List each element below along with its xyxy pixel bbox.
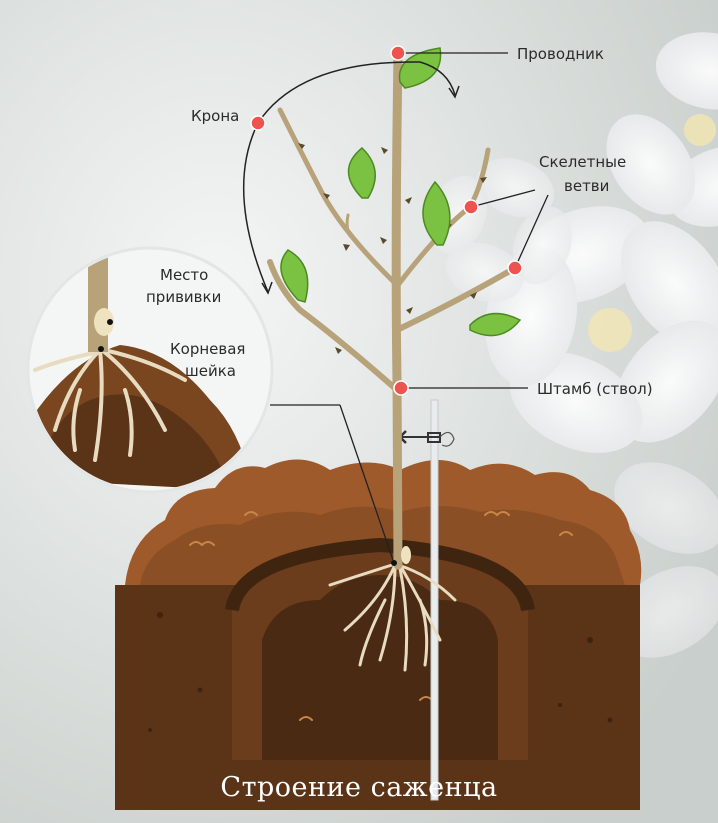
label-collar-line2: шейка bbox=[185, 362, 236, 380]
marker-graft bbox=[107, 319, 113, 325]
markers bbox=[250, 45, 523, 566]
leaf bbox=[280, 249, 309, 303]
zoom-inset bbox=[26, 246, 274, 494]
marker-trunk bbox=[393, 380, 409, 396]
marker-crown bbox=[250, 115, 266, 131]
roots bbox=[328, 563, 457, 672]
label-skeletal-line1: Скелетные bbox=[539, 153, 626, 171]
label-collar-line1: Корневая bbox=[170, 340, 245, 358]
label-skeletal-line2: ветви bbox=[564, 177, 609, 195]
trunk bbox=[391, 50, 403, 570]
label-graft-line2: прививки bbox=[146, 288, 221, 306]
soil-block bbox=[115, 459, 642, 810]
graft-bulge bbox=[401, 546, 411, 564]
leaf bbox=[347, 146, 376, 199]
crown-arrows bbox=[242, 61, 460, 295]
leaf bbox=[469, 312, 522, 337]
diagram-title: Строение саженца bbox=[220, 772, 498, 803]
marker-skeletal-2 bbox=[507, 260, 523, 276]
leaf bbox=[422, 180, 451, 246]
marker-skeletal-1 bbox=[463, 199, 479, 215]
label-leader: Проводник bbox=[517, 45, 604, 63]
marker-collar-inset bbox=[98, 346, 104, 352]
label-crown: Крона bbox=[191, 107, 239, 125]
leaf bbox=[398, 47, 442, 89]
leaves bbox=[280, 47, 522, 337]
marker-root-collar bbox=[391, 560, 397, 566]
marker-leader bbox=[390, 45, 406, 61]
label-trunk: Штамб (ствол) bbox=[537, 380, 653, 398]
label-graft-line1: Место bbox=[160, 266, 208, 284]
buds bbox=[298, 143, 487, 354]
